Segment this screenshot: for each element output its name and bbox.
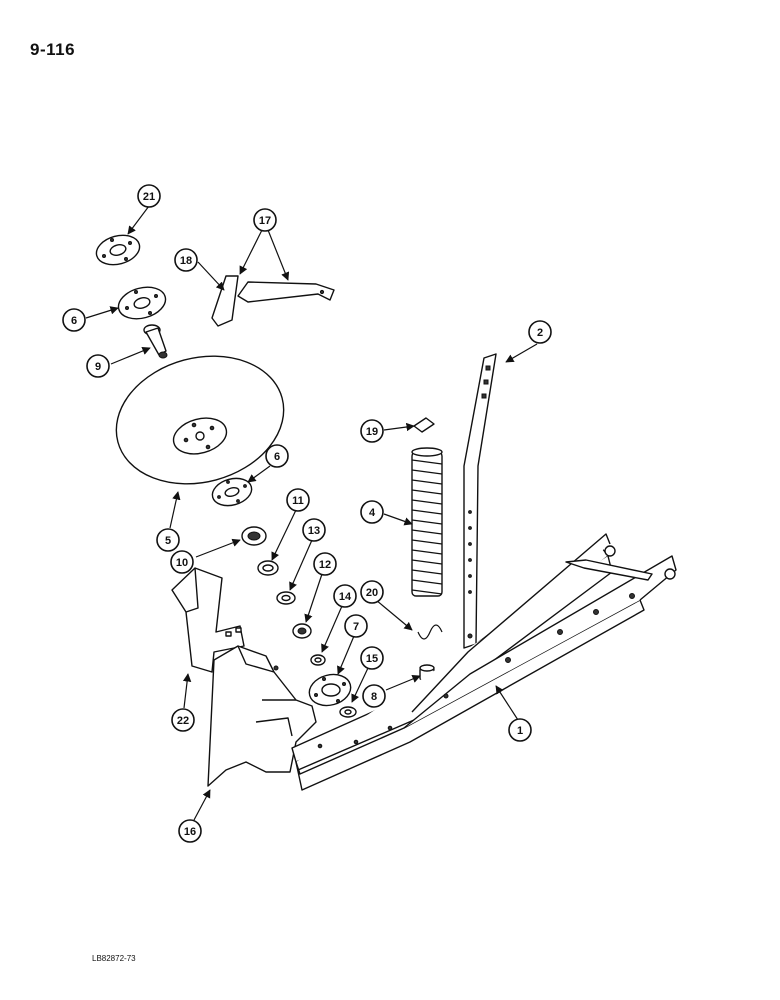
svg-text:4: 4 [369,507,376,519]
callout-6-upper: 6 [62,308,86,332]
svg-text:2: 2 [537,327,543,339]
svg-text:1: 1 [517,725,523,737]
svg-text:7: 7 [353,621,359,633]
hub-housing-7 [308,673,352,707]
washer-15 [339,706,357,718]
callout-1: 1 [508,718,532,742]
svg-text:5: 5 [165,535,171,547]
svg-text:22: 22 [177,715,189,727]
svg-text:17: 17 [259,215,271,227]
hub-flange-21 [95,234,141,266]
callout-5: 5 [156,528,180,552]
standard-arm-2 [463,353,497,649]
bearing-10 [241,526,267,546]
rod-18 [211,275,239,327]
bracket-22 [171,567,245,673]
callout-22: 22 [171,708,195,732]
svg-text:14: 14 [339,591,352,603]
callout-2: 2 [528,320,552,344]
svg-text:15: 15 [366,653,378,665]
callout-16: 16 [178,819,202,843]
seal-11 [257,560,279,576]
callout-4: 4 [360,500,384,524]
callout-17: 17 [253,208,277,232]
callout-12: 12 [313,552,337,576]
svg-text:11: 11 [292,495,304,507]
svg-text:6: 6 [71,315,77,327]
callout-15: 15 [360,646,384,670]
drawing-code: LB82872-73 [92,954,136,963]
callout-14: 14 [333,584,357,608]
svg-text:20: 20 [366,587,378,599]
svg-text:8: 8 [371,691,377,703]
spring-clip-20 [417,624,443,640]
svg-text:19: 19 [366,426,378,438]
callout-20: 20 [360,580,384,604]
disc-blade-5 [115,355,285,485]
svg-text:6: 6 [274,451,280,463]
seal-13 [276,591,296,605]
plate-6-lower [211,477,253,507]
callout-9: 9 [86,354,110,378]
callout-13: 13 [302,518,326,542]
plate-6-upper [117,286,167,320]
scraper-16 [207,645,317,787]
scraper-bracket-17 [237,281,335,303]
callout-18: 18 [174,248,198,272]
callout-11: 11 [286,488,310,512]
svg-text:16: 16 [184,826,196,838]
svg-text:18: 18 [180,255,192,267]
callout-7: 7 [344,614,368,638]
svg-text:13: 13 [308,525,320,537]
callout-6-lower: 6 [265,444,289,468]
svg-text:12: 12 [319,559,331,571]
callout-19: 19 [360,419,384,443]
bolt-9 [143,324,168,359]
svg-text:9: 9 [95,361,101,373]
callout-21: 21 [137,184,161,208]
svg-text:21: 21 [143,191,155,203]
clip-19 [413,417,435,433]
page-number: 9-116 [30,40,76,59]
leader-lines [85,205,538,821]
frame-1 [291,533,677,791]
svg-text:10: 10 [176,557,188,569]
bearing-12 [292,623,312,639]
callout-10: 10 [170,550,194,574]
spring-4 [411,447,443,597]
callout-8: 8 [362,684,386,708]
washer-14 [310,654,326,666]
